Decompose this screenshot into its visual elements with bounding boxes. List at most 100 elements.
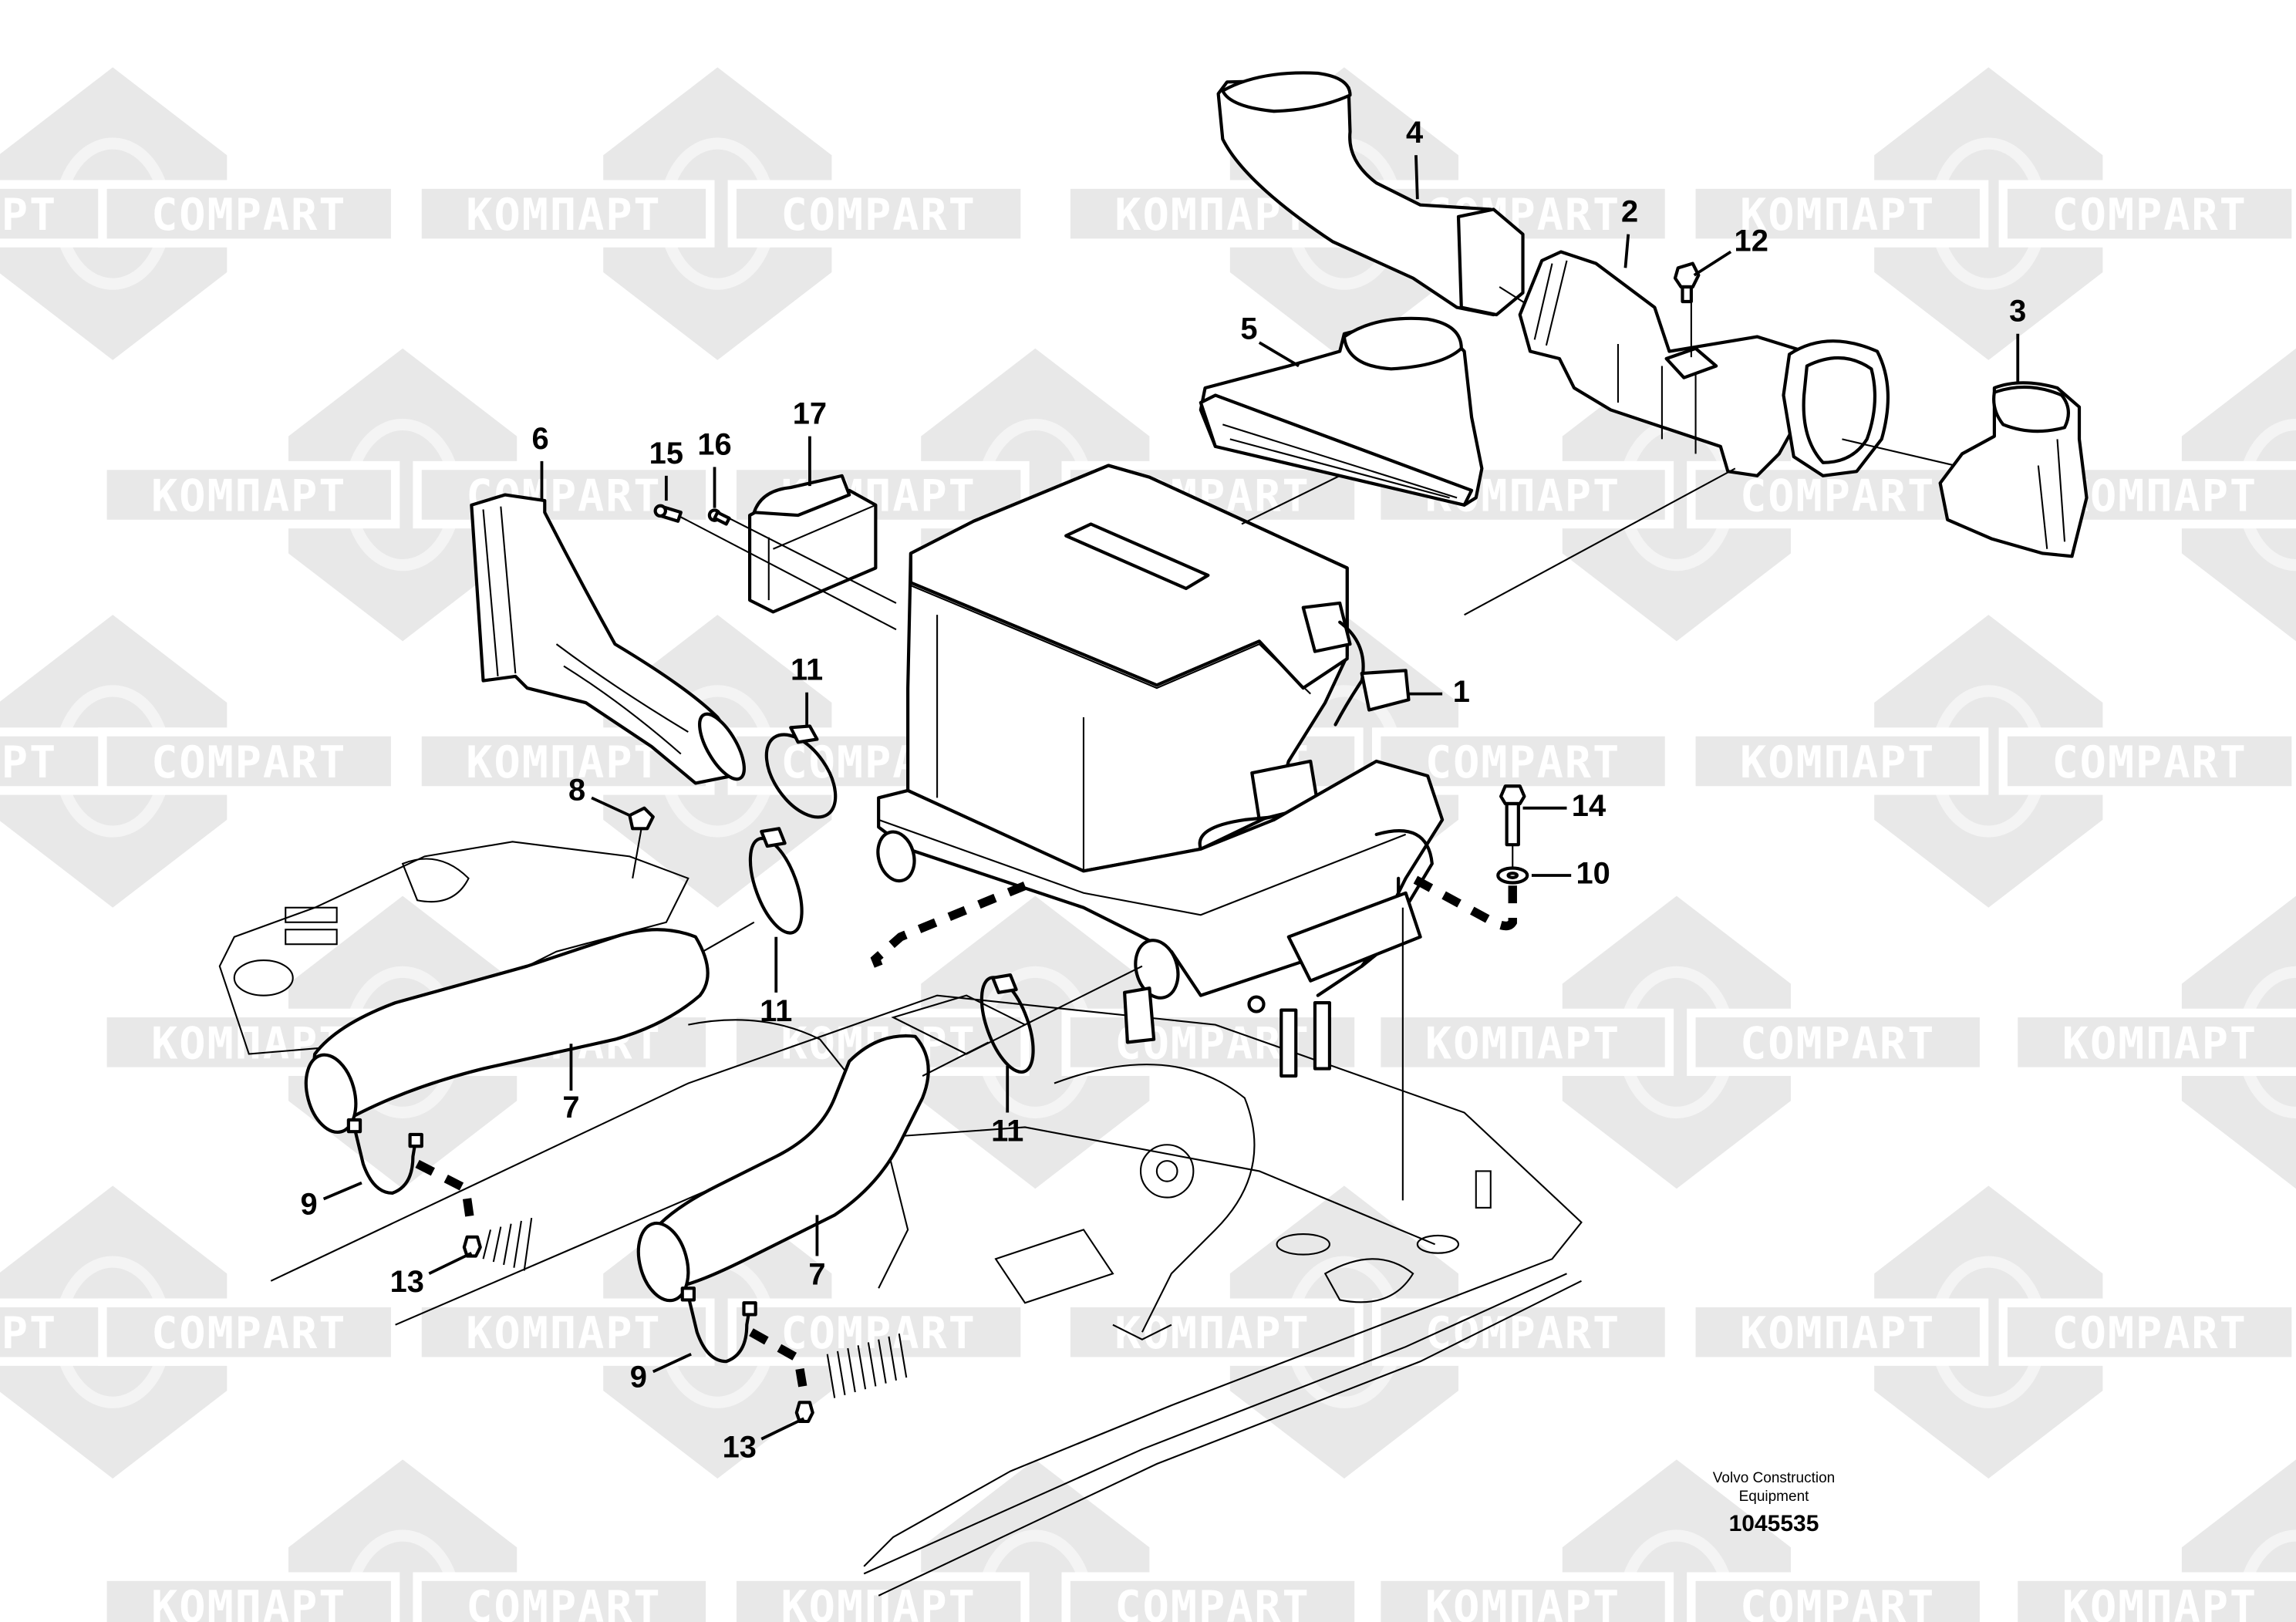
callout-number: 11: [791, 653, 823, 687]
watermark-text: КОМПАРТ: [2062, 1018, 2257, 1069]
watermark-text: КОМПАРТ: [781, 1582, 976, 1622]
callout-5: 5: [1240, 312, 1300, 368]
watermark-banner: COMPART: [1371, 1298, 1674, 1366]
watermark-banner: COMPART: [727, 180, 1030, 248]
watermark-text: COMPART: [1740, 1582, 1935, 1622]
callout-9b: 9: [630, 1352, 692, 1394]
mount-dash-floor: [870, 882, 1027, 968]
watermark-text: COMPART: [1425, 1308, 1620, 1359]
watermark-text: КОМПАРТ: [1425, 1582, 1620, 1622]
watermark-text: COMPART: [1740, 470, 1935, 521]
watermark-banner: КОМПАРТ: [1371, 1572, 1674, 1622]
watermark-banner: КОМПАРТ: [1687, 727, 1989, 795]
watermark-banner: COMPART: [413, 1572, 715, 1622]
part-1-heater-unit: [876, 464, 1445, 1078]
callout-leader-line: [428, 1251, 473, 1275]
callout-7a: 7: [562, 1044, 580, 1125]
callout-7b: 7: [808, 1215, 826, 1292]
callout-number: 9: [301, 1187, 318, 1221]
watermark-text: КОМПАРТ: [1114, 1308, 1310, 1359]
callout-leader-line: [591, 796, 631, 817]
part-16-screw: [707, 508, 731, 526]
callout-11a: 11: [791, 653, 823, 728]
watermark-banner: КОМПАРТ: [413, 180, 715, 248]
callout-number: 1: [1453, 675, 1470, 709]
callout-10: 10: [1531, 857, 1610, 891]
callout-leader-line: [322, 1181, 362, 1201]
watermark-banner: КОМПАРТ: [1687, 1298, 1989, 1366]
watermark-banner: COMPART: [1998, 1298, 2296, 1366]
part-4-curved-duct: [1216, 71, 1556, 323]
watermark-text: PT: [2, 190, 57, 241]
watermark-banner: COMPART: [98, 727, 400, 795]
watermark-banner: КОМПАРТ: [98, 1572, 400, 1622]
watermark-banner: COMPART: [727, 1298, 1030, 1366]
callout-number: 4: [1406, 116, 1423, 150]
callout-13b: 13: [723, 1417, 805, 1465]
watermark-text: COMPART: [151, 190, 346, 241]
callout-15: 15: [649, 437, 683, 501]
caption-company-line2: Equipment: [1738, 1489, 1809, 1505]
callout-2: 2: [1621, 195, 1638, 268]
part-9-bracket-left: [346, 1118, 423, 1195]
callout-number: 17: [793, 397, 827, 431]
part-11-clamp-upper: [764, 724, 838, 819]
mount-dash-14: [1411, 874, 1517, 931]
watermark-text: COMPART: [151, 1308, 346, 1359]
watermark-text: COMPART: [466, 1582, 661, 1622]
part-5-duct-outlet: [1199, 316, 1484, 525]
callout-number: 7: [808, 1258, 825, 1292]
callout-leader-line: [652, 1352, 692, 1374]
drawing-number: 1045535: [1728, 1511, 1819, 1536]
watermark-banner: КОМПАРТ: [2008, 1572, 2296, 1622]
watermark-banner: КОМПАРТ: [1687, 180, 1989, 248]
part-13-bolt-right: [794, 1401, 814, 1424]
watermark-banner: COMPART: [1998, 180, 2296, 248]
watermark-text: КОМПАРТ: [2062, 1582, 2257, 1622]
caption-company-line1: Volvo Construction: [1712, 1470, 1836, 1486]
callout-number: 3: [2009, 295, 2026, 329]
watermark-text: COMPART: [2052, 190, 2247, 241]
callout-number: 16: [697, 427, 731, 461]
callout-11b: 11: [760, 936, 792, 1028]
callout-1: 1: [1408, 675, 1470, 709]
watermark-text: КОМПАРТ: [466, 1308, 661, 1359]
callout-number: 13: [390, 1265, 424, 1299]
callout-14: 14: [1522, 789, 1606, 823]
callout-8: 8: [568, 773, 631, 817]
watermark-text: COMPART: [151, 737, 346, 788]
part-13-bolt-left: [462, 1235, 482, 1258]
callout-6: 6: [531, 422, 549, 501]
part-14-bolt: [1499, 784, 1526, 867]
watermark-text: PT: [2, 1308, 57, 1359]
watermark-banner: КОМПАРТ: [1061, 1298, 1364, 1366]
part-8-clip: [628, 806, 655, 878]
watermark-text: КОМПАРТ: [1425, 1018, 1620, 1069]
callout-13a: 13: [390, 1251, 473, 1299]
watermark-banner: COMPART: [1998, 727, 2296, 795]
callout-leader-line: [1623, 234, 1630, 268]
watermark-banner: COMPART: [1061, 1008, 1364, 1077]
callout-11c: 11: [991, 1065, 1023, 1148]
watermark-banner: COMPART: [98, 1298, 400, 1366]
callout-17: 17: [793, 397, 827, 487]
watermark-text: КОМПАРТ: [466, 737, 661, 788]
watermark-text: COMPART: [1740, 1018, 1935, 1069]
watermark-text: КОМПАРТ: [466, 190, 661, 241]
callout-leader-line: [1693, 250, 1732, 277]
watermark-banner: COMPART: [1061, 1572, 1364, 1622]
part-17-actuator: [666, 474, 897, 631]
mount-dash-9-left: [415, 1159, 476, 1231]
part-10-washer: [1496, 866, 1529, 885]
watermark-text: КОМПАРТ: [151, 1582, 346, 1622]
callout-number: 2: [1621, 195, 1638, 229]
callout-number: 5: [1240, 312, 1257, 346]
part-11-clamp-lower: [979, 973, 1035, 1074]
watermark-banner: COMPART: [1687, 1008, 1989, 1077]
callout-number: 11: [760, 994, 792, 1028]
watermark-text: PT: [2, 737, 57, 788]
watermark-banner: КОМПАРТ: [2008, 1008, 2296, 1077]
part-3-right-duct: [1938, 381, 2089, 558]
callout-number: 12: [1735, 224, 1768, 258]
